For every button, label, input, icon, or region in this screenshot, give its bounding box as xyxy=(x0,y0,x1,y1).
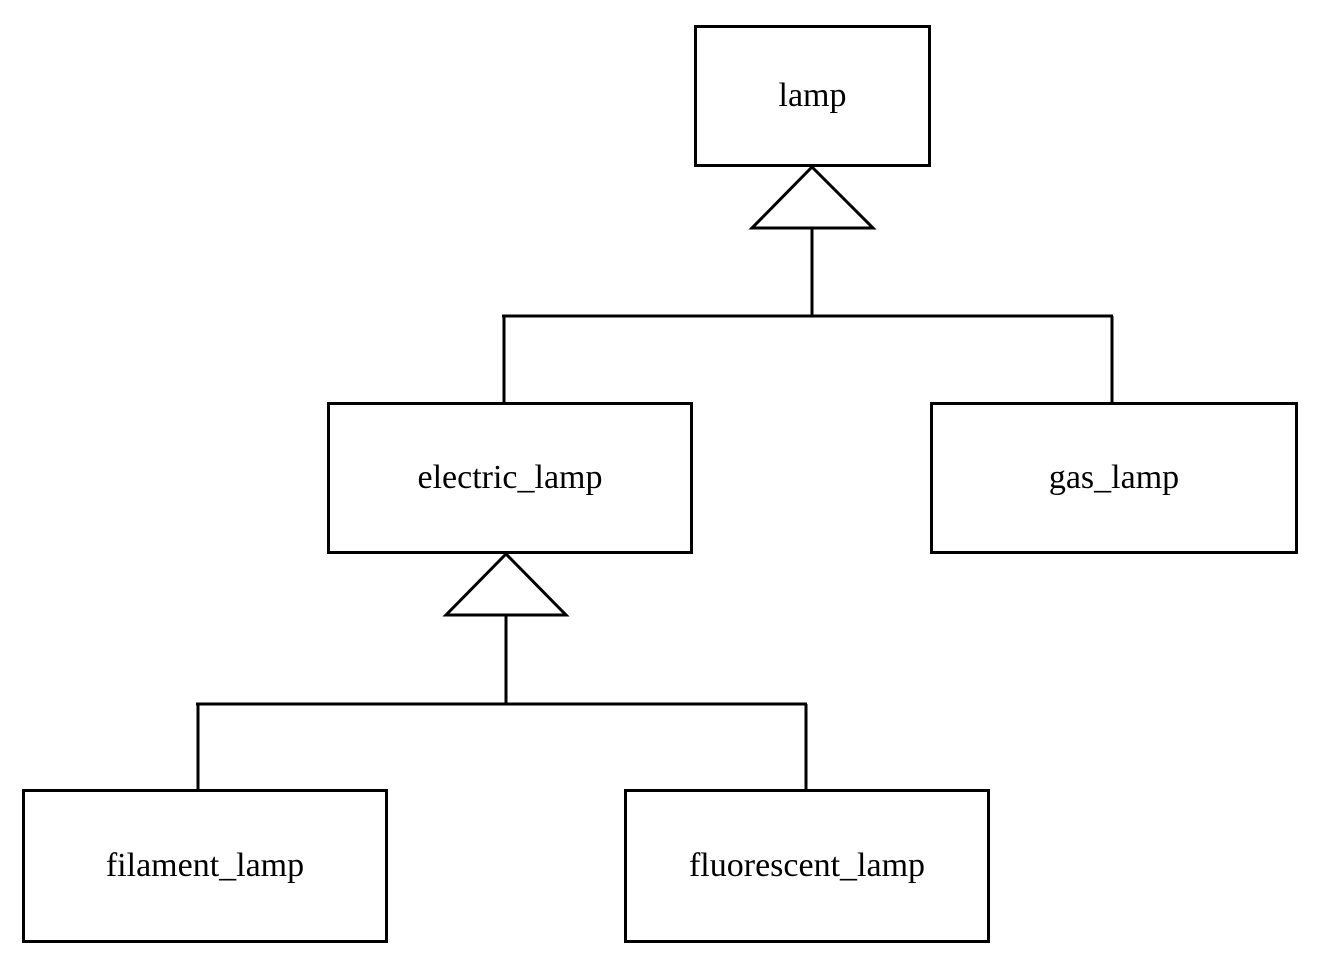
uml-class-name-electric-lamp: electric_lamp xyxy=(417,459,603,496)
uml-class-gas-lamp[interactable]: gas_lamp xyxy=(930,402,1298,554)
uml-class-name-fluorescent-lamp: fluorescent_lamp xyxy=(688,847,926,884)
uml-class-name-filament-lamp: filament_lamp xyxy=(105,847,305,884)
uml-class-filament-lamp[interactable]: filament_lamp xyxy=(22,789,388,943)
generalization-arrowhead-to-electric-lamp xyxy=(442,551,570,617)
generalization-arrowhead-to-lamp xyxy=(748,164,877,230)
uml-class-lamp[interactable]: lamp xyxy=(694,25,931,167)
uml-class-name-lamp: lamp xyxy=(778,77,847,114)
uml-class-electric-lamp[interactable]: electric_lamp xyxy=(327,402,693,554)
uml-class-name-gas-lamp: gas_lamp xyxy=(1048,459,1180,496)
uml-class-fluorescent-lamp[interactable]: fluorescent_lamp xyxy=(624,789,990,943)
